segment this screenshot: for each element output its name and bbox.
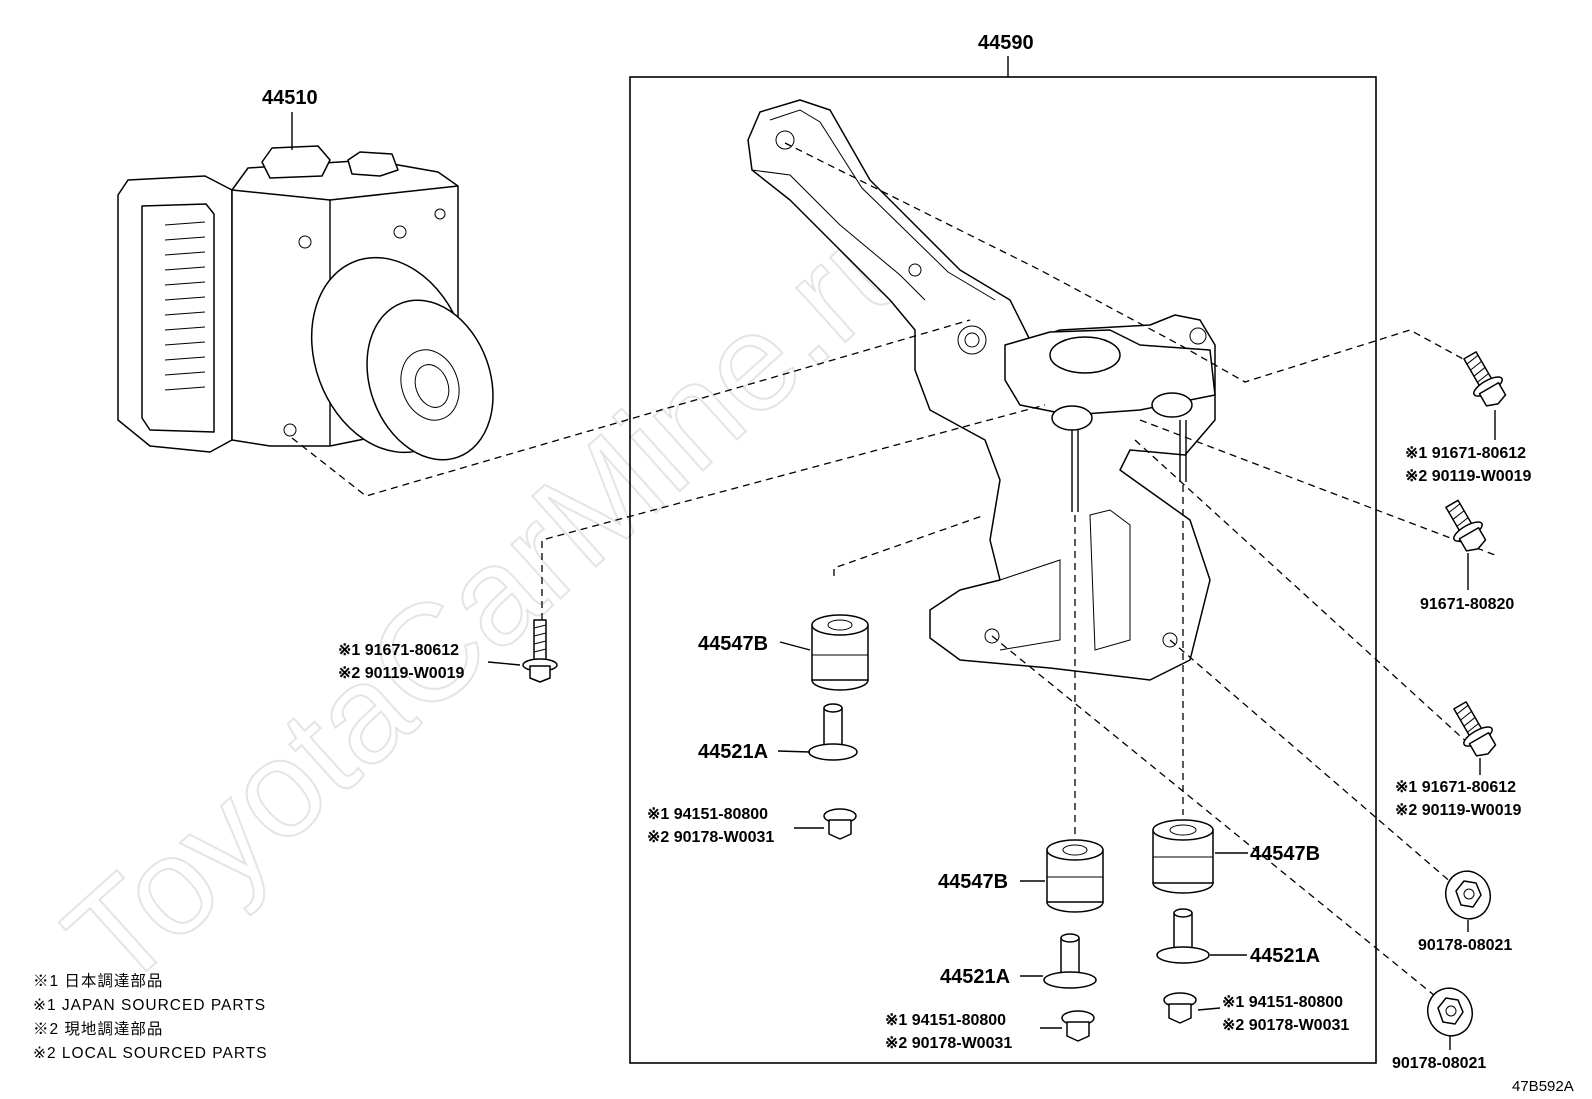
bracket-assy-frame	[629, 76, 1377, 1064]
left-nut-pn-1: ※1 94151-80800	[647, 806, 768, 823]
callout-44547B-mid: 44547B	[938, 871, 1008, 893]
mid-nut-pn-2: ※2 90178-W0031	[885, 1035, 1012, 1052]
bolt-icon	[522, 619, 558, 683]
callout-44521A-mid: 44521A	[940, 966, 1010, 988]
collar-icon	[1043, 933, 1097, 989]
nut-icon	[1427, 987, 1473, 1037]
legend-line-2: ※1 JAPAN SOURCED PARTS	[33, 997, 266, 1014]
cushion-icon	[1152, 819, 1214, 894]
abs-actuator-icon	[117, 145, 494, 461]
bolt-icon	[1463, 351, 1507, 407]
nut-icon	[1163, 992, 1197, 1024]
callout-44521A-left: 44521A	[698, 741, 768, 763]
left-bolt-pn-1: ※1 91671-80612	[338, 642, 459, 659]
connector-lines	[291, 142, 1496, 1001]
right-bolt-low-pn-1: ※1 91671-80612	[1395, 779, 1516, 796]
cushion-icon	[811, 614, 869, 691]
collar-icon	[808, 703, 858, 761]
figure-code: 47B592A	[1512, 1078, 1574, 1095]
nut-icon	[823, 808, 857, 840]
nut-icon	[1061, 1010, 1095, 1042]
mid-nut-pn-1: ※1 94151-80800	[885, 1012, 1006, 1029]
right-bolt-top-pn-1: ※1 91671-80612	[1405, 445, 1526, 462]
collar-icon	[1156, 908, 1210, 964]
legend-line-4: ※2 LOCAL SOURCED PARTS	[33, 1045, 268, 1062]
flange-nut-2-pn: 90178-08021	[1392, 1055, 1486, 1072]
legend-line-1: ※1 日本調達部品	[33, 972, 163, 990]
right-bolt-low-pn-2: ※2 90119-W0019	[1395, 802, 1521, 819]
bracket-icon	[747, 99, 1216, 681]
left-nut-pn-2: ※2 90178-W0031	[647, 829, 774, 846]
legend-line-3: ※2 現地調達部品	[33, 1020, 163, 1038]
bolt-icon	[1453, 701, 1497, 757]
callout-44547B-left: 44547B	[698, 633, 768, 655]
callout-44547B-right: 44547B	[1250, 843, 1320, 865]
right-bolt-top-pn-2: ※2 90119-W0019	[1405, 468, 1531, 485]
cushion-icon	[1046, 839, 1104, 913]
right-nut-pn-2: ※2 90178-W0031	[1222, 1017, 1349, 1034]
right-nut-pn-1: ※1 94151-80800	[1222, 994, 1343, 1011]
nut-icon	[1445, 870, 1491, 920]
callout-44521A-right: 44521A	[1250, 945, 1320, 967]
flange-nut-1-pn: 90178-08021	[1418, 937, 1512, 954]
bolt-icon	[1445, 499, 1487, 552]
left-bolt-pn-2: ※2 90119-W0019	[338, 665, 464, 682]
callout-44510: 44510	[262, 87, 318, 109]
right-bolt-mid-pn: 91671-80820	[1420, 596, 1514, 613]
callout-44590: 44590	[978, 32, 1034, 54]
